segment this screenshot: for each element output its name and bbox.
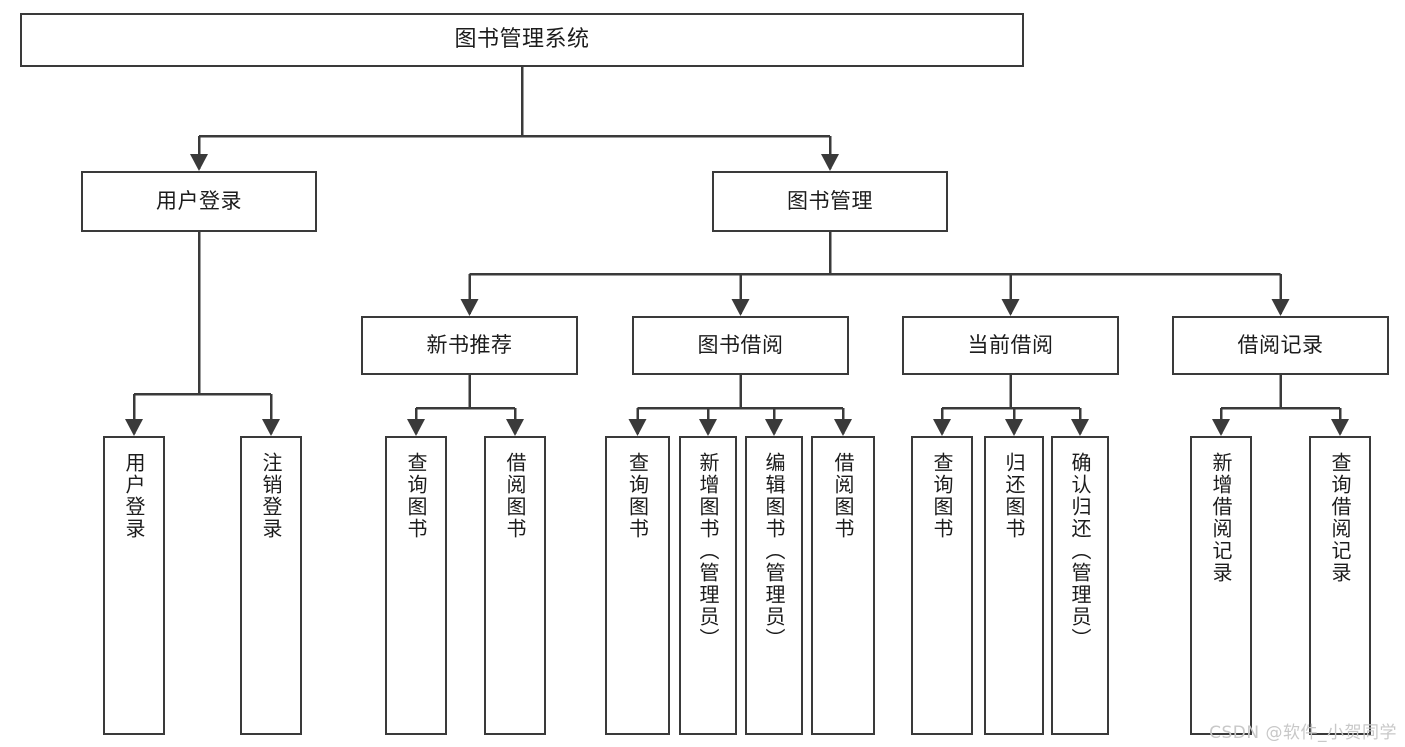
- node-label: 查询图书: [404, 452, 428, 540]
- node-login-2[interactable]: 注销登录: [240, 436, 302, 735]
- node-label: 新增借阅记录: [1209, 452, 1233, 584]
- arrow-head-icon: [1271, 299, 1290, 316]
- arrow-head-icon: [1071, 419, 1089, 436]
- node-label: 用户登录: [156, 189, 242, 214]
- arrow-head-icon: [699, 419, 717, 436]
- arrow-head-icon: [1001, 299, 1020, 316]
- node-records[interactable]: 借阅记录: [1172, 316, 1389, 375]
- node-label: 编辑图书（管理员）: [762, 452, 786, 650]
- node-borrow-2[interactable]: 新增图书（管理员）: [679, 436, 737, 735]
- arrow-head-icon: [506, 419, 524, 436]
- node-label: 图书管理: [787, 189, 873, 214]
- watermark: CSDN @软件_小贺同学: [1209, 723, 1397, 743]
- node-label: 新增图书（管理员）: [696, 452, 720, 650]
- node-label: 查询图书: [625, 452, 650, 540]
- node-label: 图书借阅: [697, 333, 784, 358]
- node-login[interactable]: 用户登录: [81, 171, 317, 232]
- node-borrow[interactable]: 图书借阅: [632, 316, 849, 375]
- node-borrow-1[interactable]: 查询图书: [605, 436, 670, 735]
- arrow-head-icon: [834, 419, 852, 436]
- node-label: 用户登录: [122, 452, 146, 540]
- node-records-1[interactable]: 新增借阅记录: [1190, 436, 1252, 735]
- node-borrow-4[interactable]: 借阅图书: [811, 436, 875, 735]
- node-label: 归还图书: [1002, 452, 1026, 540]
- arrow-head-icon: [731, 299, 750, 316]
- node-current-2[interactable]: 归还图书: [984, 436, 1044, 735]
- node-label: 确认归还（管理员）: [1068, 452, 1092, 650]
- node-label: 查询借阅记录: [1328, 452, 1352, 584]
- arrow-head-icon: [1005, 419, 1023, 436]
- arrow-head-icon: [765, 419, 783, 436]
- node-label: 图书管理系统: [454, 27, 590, 53]
- node-root[interactable]: 图书管理系统: [20, 13, 1024, 67]
- node-newbook-2[interactable]: 借阅图书: [484, 436, 546, 735]
- node-records-2[interactable]: 查询借阅记录: [1309, 436, 1371, 735]
- node-newbook[interactable]: 新书推荐: [361, 316, 578, 375]
- node-label: 借阅图书: [503, 452, 527, 540]
- node-current-1[interactable]: 查询图书: [911, 436, 973, 735]
- node-current[interactable]: 当前借阅: [902, 316, 1119, 375]
- node-login-1[interactable]: 用户登录: [103, 436, 165, 735]
- arrow-head-icon: [1212, 419, 1230, 436]
- arrow-head-icon: [628, 419, 647, 436]
- node-label: 借阅图书: [831, 452, 855, 540]
- node-current-3[interactable]: 确认归还（管理员）: [1051, 436, 1109, 735]
- node-borrow-3[interactable]: 编辑图书（管理员）: [745, 436, 803, 735]
- node-label: 借阅记录: [1237, 333, 1324, 358]
- node-label: 注销登录: [259, 452, 283, 540]
- node-label: 当前借阅: [967, 333, 1054, 358]
- arrow-head-icon: [1331, 419, 1349, 436]
- arrow-head-icon: [821, 154, 839, 171]
- arrow-head-icon: [190, 154, 208, 171]
- node-label: 查询图书: [930, 452, 954, 540]
- arrow-head-icon: [407, 419, 425, 436]
- arrow-head-icon: [460, 299, 479, 316]
- node-label: 新书推荐: [426, 333, 513, 358]
- arrow-head-icon: [933, 419, 951, 436]
- node-newbook-1[interactable]: 查询图书: [385, 436, 447, 735]
- arrow-head-icon: [262, 419, 280, 436]
- node-bookmgmt[interactable]: 图书管理: [712, 171, 948, 232]
- arrow-head-icon: [125, 419, 143, 436]
